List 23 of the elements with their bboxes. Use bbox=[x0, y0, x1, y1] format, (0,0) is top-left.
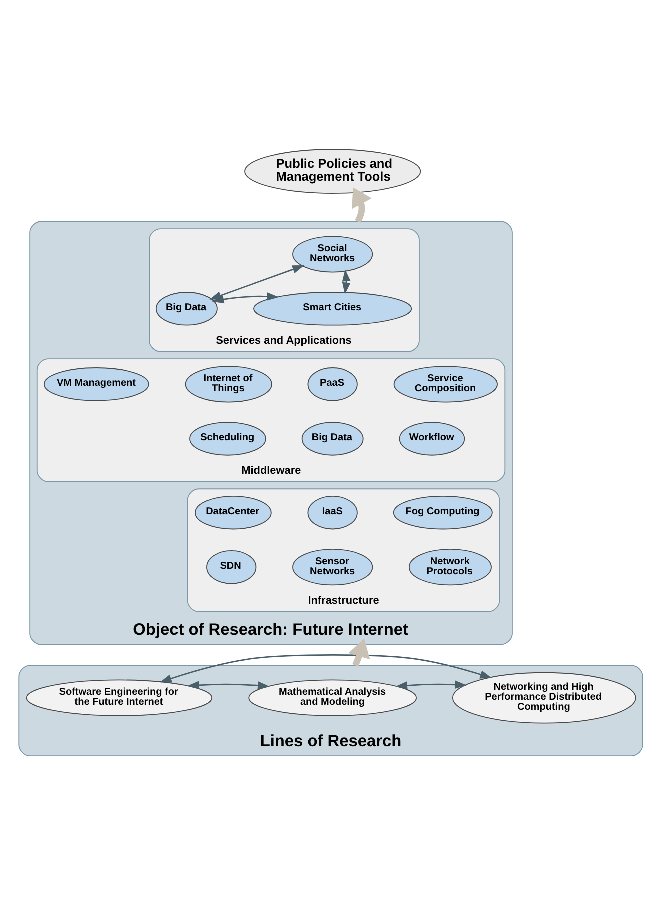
node-ellipse: Network Protocols bbox=[408, 549, 492, 586]
arrow bbox=[160, 654, 492, 683]
arrow bbox=[348, 638, 370, 667]
node-ellipse: Big Data bbox=[156, 292, 218, 326]
node-ellipse: DataCenter bbox=[195, 496, 272, 530]
node-ellipse: PaaS bbox=[308, 368, 358, 402]
node-ellipse: Public Policies and Management Tools bbox=[244, 149, 422, 194]
arrow bbox=[342, 270, 351, 295]
arrow bbox=[212, 292, 280, 304]
node-ellipse: Scheduling bbox=[190, 422, 266, 456]
node-ellipse: VM Management bbox=[44, 368, 150, 402]
node-ellipse: Workflow bbox=[399, 422, 466, 456]
node-ellipse: SDN bbox=[206, 550, 257, 584]
node-ellipse: Big Data bbox=[302, 422, 364, 456]
arrow bbox=[187, 681, 270, 690]
node-ellipse: Service Composition bbox=[394, 366, 498, 403]
node-ellipse: Fog Computing bbox=[393, 496, 493, 530]
node-ellipse: Sensor Networks bbox=[292, 549, 374, 586]
arrow bbox=[396, 680, 468, 690]
arrow bbox=[352, 188, 372, 224]
node-ellipse: IaaS bbox=[308, 496, 358, 530]
node-ellipse: Networking and High Performance Distributed Computing bbox=[452, 672, 636, 724]
node-ellipse: Internet of Things bbox=[185, 366, 272, 403]
